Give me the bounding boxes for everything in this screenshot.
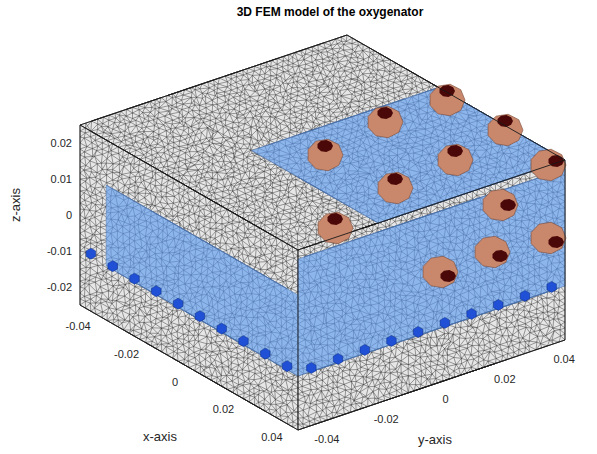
box-edge (298, 250, 299, 430)
box-edge (80, 305, 298, 430)
fiber-dot (547, 281, 557, 292)
blood-region-top (252, 88, 565, 224)
fiber-dot (333, 353, 343, 364)
fiber-dot (261, 348, 271, 359)
tick-label: 0.02 (213, 403, 234, 415)
box-edge (298, 340, 565, 430)
sphere-cap (492, 250, 508, 262)
fiber-dot (387, 335, 397, 346)
spheres (308, 84, 566, 288)
chart-title: 3D FEM model of the oxygenator (237, 6, 424, 19)
sphere (318, 212, 353, 244)
fiber-dot (413, 326, 423, 337)
axis-label: y-axis (418, 433, 452, 447)
fiber-dot (307, 362, 317, 373)
fiber-dot (493, 299, 503, 310)
tick-label: 0 (172, 375, 178, 387)
sphere (483, 189, 518, 221)
fiber-dot (152, 286, 162, 297)
tick-label: -0.04 (314, 433, 339, 445)
sphere-cap (500, 199, 516, 211)
tick-label: 0.02 (494, 373, 515, 385)
fiber-dots (86, 248, 556, 373)
box-edge (80, 35, 347, 125)
tick-label: -0.04 (66, 320, 91, 332)
sphere (378, 172, 413, 204)
front-left-face-mesh (80, 125, 298, 430)
sphere-cap (548, 236, 564, 248)
sphere (438, 144, 473, 176)
box-edge (80, 125, 298, 250)
sphere-cap (377, 107, 393, 119)
fiber-dot (108, 261, 118, 272)
blood-region-top-fill (252, 88, 565, 224)
sphere-cap (440, 270, 456, 282)
tick-label: 0.02 (51, 137, 72, 149)
sphere (531, 149, 566, 181)
fiber-dot (130, 273, 140, 284)
sphere (308, 139, 343, 171)
sphere-cap (317, 140, 333, 152)
fiber-dot (86, 248, 96, 259)
sphere (368, 106, 403, 138)
tick-label: -0.02 (47, 281, 72, 293)
box-edge (565, 160, 566, 340)
tick-label: -0.02 (374, 413, 399, 425)
sphere-cap (327, 213, 343, 225)
front-left-face (80, 125, 298, 430)
fiber-dot (440, 317, 450, 328)
fiber-dot (282, 361, 292, 372)
box-edge (347, 35, 565, 160)
fiber-dot (239, 336, 249, 347)
tick-label: 0.04 (261, 431, 282, 443)
fiber-dot (520, 290, 530, 301)
tick-label: 0.04 (553, 353, 574, 365)
tick-label: 0 (442, 393, 448, 405)
blood-region-left-mesh (106, 185, 298, 376)
box-edges (80, 35, 565, 430)
tick-label: 0 (66, 209, 72, 221)
box-edge (80, 125, 81, 305)
axis-label: x-axis (143, 430, 177, 444)
sphere (475, 236, 510, 268)
tick-label: -0.01 (47, 245, 72, 257)
blood-region-top-mesh (252, 88, 565, 224)
fiber-dot (360, 344, 370, 355)
sphere-cap (497, 115, 513, 127)
tick-label: 0.01 (51, 173, 72, 185)
sphere (423, 256, 458, 288)
fiber-dot (217, 323, 227, 334)
box-edge (298, 160, 565, 250)
blood-region-left (106, 185, 298, 376)
sphere-cap (387, 173, 403, 185)
tick-label: -0.02 (114, 348, 139, 360)
front-left-face-fill (80, 125, 298, 430)
fiber-dot (173, 298, 183, 309)
sphere-cap (447, 145, 463, 157)
axis-label: z-axis (9, 188, 23, 222)
sphere (531, 222, 566, 254)
blood-region-left-fill (106, 185, 298, 376)
fiber-dot (195, 311, 205, 322)
fiber-dot (467, 308, 477, 319)
